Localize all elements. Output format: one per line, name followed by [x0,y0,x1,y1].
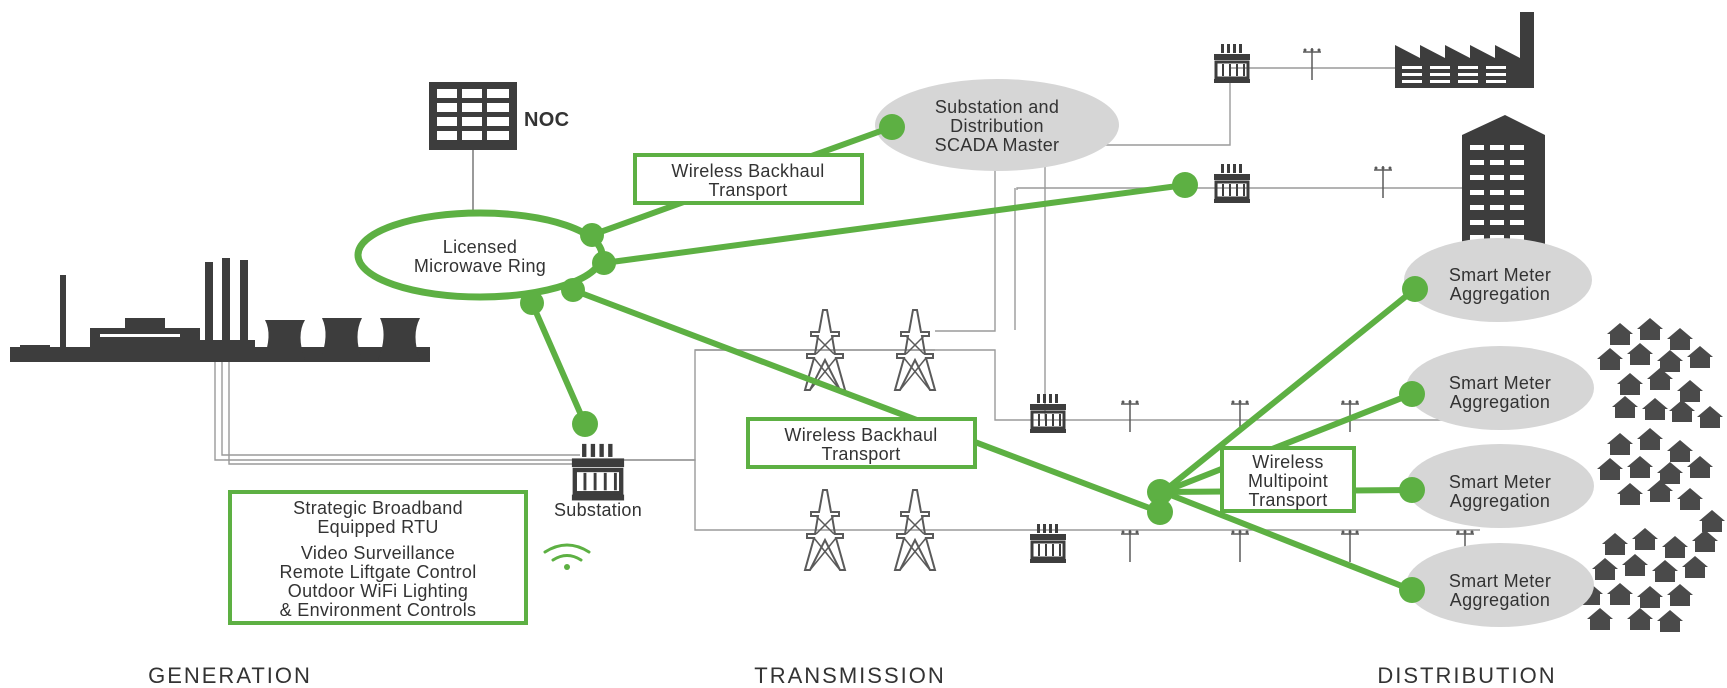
substation-label: Substation [554,500,642,520]
backhaul-mid-line-1: Wireless Backhaul [784,425,937,445]
backhaul-mid-line-2: Transport [821,444,900,464]
house-icon [1577,318,1725,632]
ring-line-1: Licensed [443,237,517,257]
smart-meter-3-line-2: Aggregation [1450,491,1550,511]
smart-meter-4-line-2: Aggregation [1450,590,1550,610]
smart-meter-1-line-2: Aggregation [1450,284,1550,304]
scada-label: Substation and Distribution SCADA Master [935,97,1060,155]
section-generation: GENERATION [148,663,312,688]
section-distribution: DISTRIBUTION [1377,663,1556,688]
rtu-feature-4: & Environment Controls [280,600,477,620]
backhaul-top-label: Wireless Backhaul Transport [671,161,824,200]
smart-meter-labels: Smart Meter Aggregation Smart Meter Aggr… [1449,265,1551,610]
ring-line-2: Microwave Ring [414,256,546,276]
backhaul-top-line-1: Wireless Backhaul [671,161,824,181]
link-endpoints [520,114,1428,603]
multipoint-label: Wireless Multipoint Transport [1248,452,1328,510]
multipoint-line-3: Transport [1248,490,1327,510]
noc-label: NOC [524,109,569,131]
backhaul-mid-label: Wireless Backhaul Transport [784,425,937,464]
substation-transformer-icon [572,444,624,501]
backhaul-mid-box [746,417,977,469]
scada-line-1: Substation and [935,97,1059,117]
smart-meter-2-line-1: Smart Meter [1449,373,1551,393]
rtu-label: Strategic Broadband Equipped RTU Video S… [280,498,477,620]
multipoint-line-1: Wireless [1252,452,1323,472]
wireless-links [529,124,1418,593]
backhaul-top-line-2: Transport [708,180,787,200]
section-labels: GENERATION TRANSMISSION DISTRIBUTION [148,663,1556,688]
rtu-line-2: Equipped RTU [317,517,438,537]
rtu-line-1: Strategic Broadband [293,498,463,518]
section-transmission: TRANSMISSION [754,663,945,688]
ring-label: Licensed Microwave Ring [414,237,546,276]
multipoint-box [1220,446,1356,513]
smart-meter-clouds [1404,238,1594,627]
power-plant-icon [10,258,430,362]
rtu-box [228,490,528,625]
scada-line-2: Distribution [950,116,1044,136]
smart-meter-2-line-2: Aggregation [1450,392,1550,412]
rtu-feature-3: Outdoor WiFi Lighting [288,581,468,601]
office-building-icon [1462,115,1545,262]
backhaul-top-box [633,153,864,205]
scada-line-3: SCADA Master [935,135,1060,155]
smart-meter-4-line-1: Smart Meter [1449,571,1551,591]
smart-meter-3-line-1: Smart Meter [1449,472,1551,492]
scada-cloud [875,79,1119,171]
multipoint-line-2: Multipoint [1248,471,1328,491]
wifi-icon [543,543,591,570]
noc-server-rack-icon [429,82,517,212]
factory-icon [1395,12,1534,88]
rtu-feature-1: Video Surveillance [301,543,455,563]
smart-meter-1-line-1: Smart Meter [1449,265,1551,285]
rtu-feature-2: Remote Liftgate Control [280,562,477,582]
